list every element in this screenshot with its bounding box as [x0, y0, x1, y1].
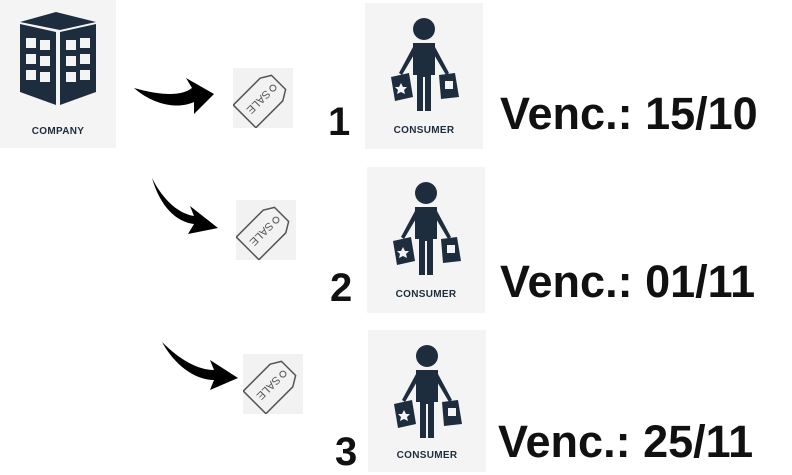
company-card: COMPANY — [0, 0, 116, 148]
due-date-3: Venc.: 25/11 — [498, 416, 754, 467]
company-label: COMPANY — [31, 126, 85, 137]
arrow-icon-2 — [152, 178, 218, 234]
sale-tag-icon: SALE — [235, 206, 290, 261]
consumer-card: CONSUMER — [365, 3, 483, 149]
due-date-2: Venc.: 01/11 — [500, 256, 756, 307]
sale-tag-1: SALE — [232, 68, 293, 129]
consumer-label: CONSUMER — [396, 450, 458, 461]
consumer-card: CONSUMER — [368, 330, 486, 472]
consumer-label: CONSUMER — [395, 289, 457, 300]
consumer-card: CONSUMER — [367, 167, 485, 313]
step-number: 1 — [328, 100, 351, 144]
step-number: 2 — [330, 266, 353, 310]
svg-text:SALE: SALE — [247, 219, 275, 247]
sale-tag-3: SALE — [242, 354, 303, 415]
due-date-1: Venc.: 15/10 — [500, 88, 758, 139]
shopper-icon — [393, 182, 461, 275]
svg-text:SALE: SALE — [254, 373, 282, 401]
sale-tag-icon: SALE — [242, 360, 297, 415]
step-number: 3 — [335, 430, 358, 474]
arrow-icon-1 — [134, 78, 214, 114]
shopper-icon — [391, 18, 459, 111]
building-icon — [20, 12, 96, 105]
sale-tag-2: SALE — [235, 200, 296, 261]
svg-text:SALE: SALE — [244, 87, 272, 115]
sale-tag-icon: SALE — [232, 74, 287, 129]
shopper-icon — [394, 345, 462, 438]
arrow-icon-3 — [162, 342, 238, 390]
consumer-label: CONSUMER — [393, 125, 455, 136]
